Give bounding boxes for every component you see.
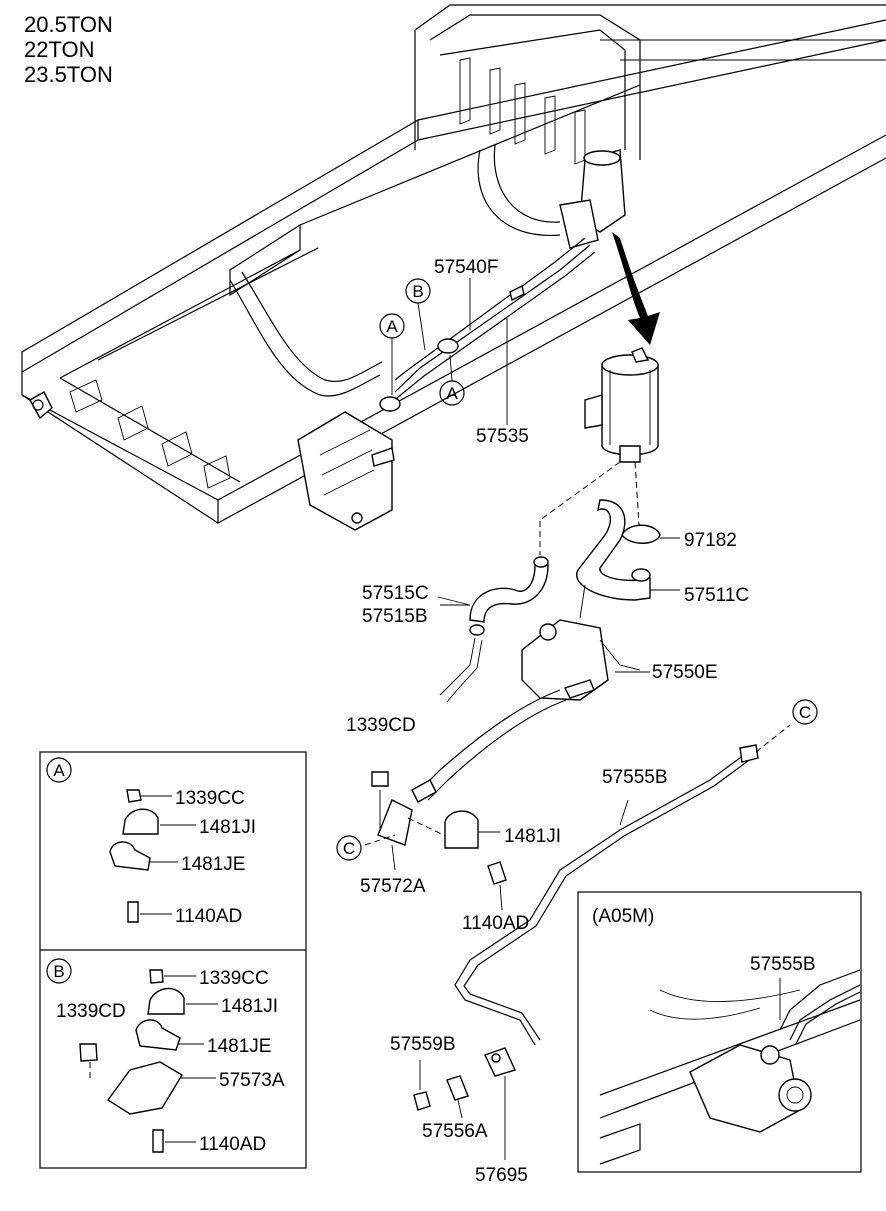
detail-b-1339cc: 1339CC	[199, 968, 269, 989]
detail-a-letter: A	[53, 761, 65, 780]
callout-b-main: B	[405, 278, 431, 351]
pump-on-frame	[559, 149, 626, 249]
detail-a-1140ad: 1140AD	[175, 906, 242, 927]
label-57572a: 57572A	[360, 876, 426, 897]
model-list: 20.5TON 22TON 23.5TON	[24, 12, 113, 87]
detail-a-1481ji: 1481JI	[199, 817, 256, 838]
model-line-2: 22TON	[24, 37, 95, 62]
main-hose-lines	[379, 237, 596, 412]
bolt-1140ad-main	[487, 861, 507, 911]
model-line-3: 23.5TON	[24, 62, 113, 87]
detail-a05m-57555b: 57555B	[750, 954, 816, 975]
label-1140ad: 1140AD	[462, 913, 529, 934]
label-57515b: 57515B	[362, 606, 428, 627]
label-57511c: 57511C	[684, 585, 749, 606]
callout-c-upper: C	[792, 699, 818, 725]
leader-lines	[437, 278, 650, 673]
part-labels: 57540F 57535 97182 57511C 57515C 57515B …	[346, 257, 749, 1186]
fittings-group	[413, 1047, 516, 1160]
detail-b-1481ji: 1481JI	[221, 996, 278, 1017]
label-57556a: 57556A	[422, 1121, 488, 1142]
steering-gear-on-frame	[297, 411, 395, 531]
hose-57511c	[576, 499, 680, 601]
label-57540f: 57540F	[434, 257, 498, 278]
label-57535: 57535	[476, 426, 529, 447]
bracket-57572a	[364, 771, 451, 871]
clamp-a-upper	[437, 338, 459, 354]
detail-a05m: (A05M) 57555B	[577, 891, 862, 1173]
detail-b-57573a: 57573A	[219, 1070, 285, 1091]
model-line-1: 20.5TON	[24, 12, 113, 37]
label-1481ji: 1481JI	[504, 826, 561, 847]
label-57550e: 57550E	[652, 662, 718, 683]
reservoir	[584, 347, 659, 463]
callout-c-lower: C	[336, 835, 362, 861]
clamp-97182	[621, 524, 680, 544]
svg-text:A: A	[386, 317, 398, 336]
detail-a-1481je: 1481JE	[181, 854, 245, 875]
detail-b-1140ad: 1140AD	[199, 1134, 266, 1155]
line-57555b-main	[454, 724, 791, 1046]
callout-a-main-upper: A	[379, 313, 405, 395]
svg-text:C: C	[799, 703, 811, 722]
detail-b-1481je: 1481JE	[207, 1036, 271, 1057]
label-1339cd: 1339CD	[346, 715, 416, 736]
detail-a: A 1339CC 1481JI 1481JE 1140AD	[46, 757, 256, 927]
detail-box-ab	[39, 751, 307, 1169]
detail-a-1339cc: 1339CC	[175, 788, 245, 809]
svg-text:A: A	[446, 384, 458, 403]
pressure-hose	[411, 679, 595, 803]
label-57559b: 57559B	[390, 1034, 456, 1055]
label-57515c: 57515C	[362, 583, 429, 604]
detail-b: B 1339CC 1339CD 1481JI 1481JE 57573A 114…	[46, 958, 285, 1155]
reservoir-arrow	[612, 232, 660, 345]
label-97182: 97182	[684, 530, 737, 551]
detail-a05m-title: (A05M)	[592, 906, 654, 927]
svg-text:B: B	[412, 282, 423, 301]
label-57695: 57695	[475, 1165, 528, 1186]
callout-a-main-lower: A	[439, 354, 465, 406]
dashed-link-suction	[539, 461, 621, 555]
detail-b-letter: B	[53, 962, 64, 981]
detail-b-1339cd: 1339CD	[56, 1001, 126, 1022]
label-57555b: 57555B	[602, 767, 668, 788]
clamp-1481ji-main	[444, 810, 500, 849]
svg-text:C: C	[343, 839, 355, 858]
clamp-a-lower	[379, 396, 401, 412]
hose-57515	[439, 556, 549, 703]
